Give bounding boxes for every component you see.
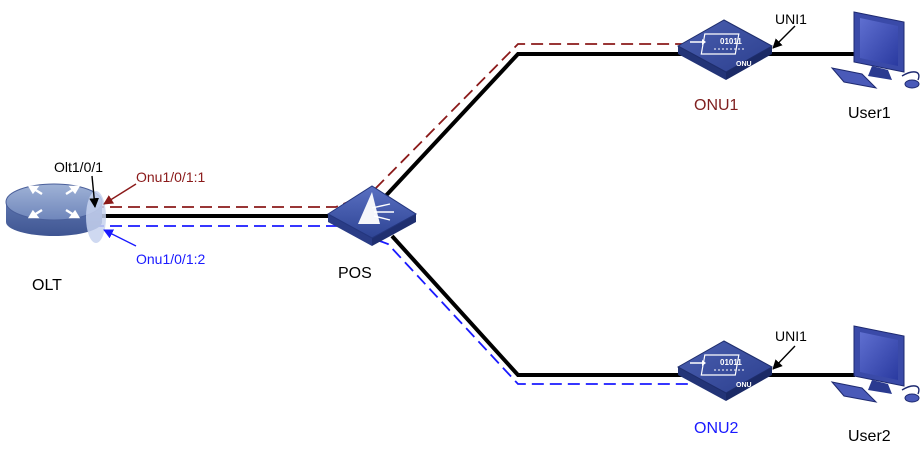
user2-label: User2	[848, 428, 891, 445]
olt-port-highlight	[86, 191, 106, 243]
onu-device-icon: 01011 ONU	[676, 19, 774, 80]
link1-pointer	[103, 183, 137, 205]
link1-label: Onu1/0/1:1	[136, 169, 205, 185]
desktop-computer-icon	[830, 11, 920, 89]
user2-uni-label: UNI1	[775, 328, 807, 344]
uni1-pointer-bottom	[772, 345, 796, 370]
onu2-code: 01011	[720, 358, 742, 367]
splitter-icon	[327, 185, 417, 246]
link2-pointer	[103, 229, 137, 247]
onu2-badge: ONU	[736, 382, 752, 389]
onu1-label: ONU1	[694, 97, 739, 114]
desktop-computer-icon	[830, 325, 920, 403]
logical-link-2	[92, 225, 690, 385]
fiber-pos-onu2	[390, 234, 690, 377]
uni1-pointer-top	[772, 25, 796, 49]
logical-link-1	[92, 43, 690, 208]
onu-device-icon: 01011 ONU	[676, 340, 774, 401]
user1-uni-label: UNI1	[775, 11, 807, 27]
olt-port-label: Olt1/0/1	[54, 159, 103, 175]
onu1-code: 01011	[720, 37, 742, 46]
olt-label: OLT	[32, 277, 62, 294]
physical-fiber-links	[92, 52, 855, 377]
pos-label: POS	[338, 265, 372, 282]
router-icon	[5, 183, 103, 236]
olt-port-pointer	[89, 175, 100, 208]
link2-label: Onu1/0/1:2	[136, 251, 205, 267]
onu2-label: ONU2	[694, 420, 739, 437]
onu1-badge: ONU	[736, 61, 752, 68]
fiber-pos-onu1	[378, 52, 690, 204]
user1-label: User1	[848, 105, 891, 122]
